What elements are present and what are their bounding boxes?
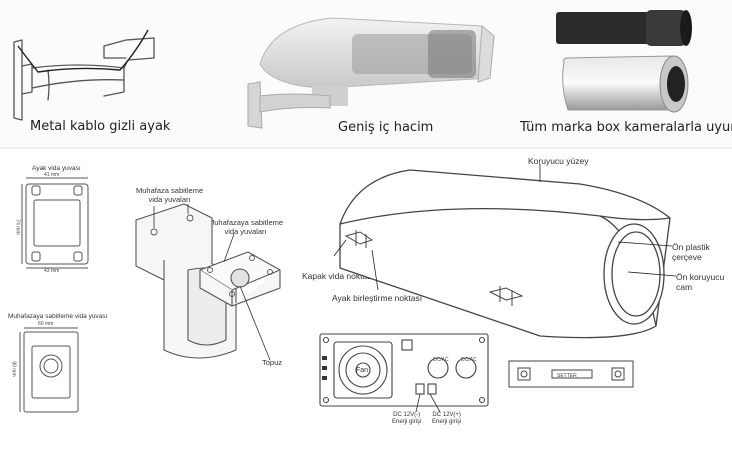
label-housing-holes-b: Muhafazaya sabitleme vida yuvaları [208, 218, 284, 236]
label-protective-surface: Koruyucu yüzey [528, 156, 589, 166]
label-card-text: SETTER [557, 373, 577, 379]
label-cover-screw: Kapak vida noktası [302, 271, 374, 281]
housing-photo [247, 17, 495, 129]
dim-43: 43 mm [44, 268, 60, 274]
label-housing-holes-a: Muhafaza sabitleme vida yuvaları [136, 186, 204, 204]
caption-volume: Geniş iç hacim [338, 120, 434, 135]
section-divider [0, 147, 732, 149]
label-front-glass: Ön koruyucu cam [676, 272, 725, 292]
housing-line-drawing [333, 164, 677, 339]
label-front-frame: Ön plastik çerçeve [672, 242, 710, 262]
dim-90: 90 mm [10, 361, 17, 377]
label-ball-joint: Topuz [262, 358, 283, 367]
camera-photo [556, 10, 692, 113]
fan-label: Fan [356, 367, 369, 374]
circuit-board [319, 333, 489, 407]
power-input-2: DC 12V(+) Enerji girişi [432, 412, 462, 425]
power-input-leaders [415, 393, 441, 413]
housing-plate-drawing [19, 327, 79, 413]
power-input-1: DC 12V(-) Enerji girişi [392, 412, 422, 425]
wall-bracket-drawing [13, 29, 155, 121]
foot-plate-drawing [21, 177, 89, 269]
label-screw-holes: Ayak vida yuvası [32, 165, 81, 172]
label-card [508, 360, 634, 388]
board-label-1: DC/AC [433, 357, 449, 363]
label-housing-screw-holes: Muhafazaya sabitleme vida yuvası [8, 313, 108, 320]
caption-bracket: Metal kablo gizli ayak [30, 119, 171, 134]
iso-bracket-drawing [135, 203, 281, 361]
label-bracket-join: Ayak birleştirme noktası [332, 293, 423, 303]
board-label-2: DC/AC [461, 357, 477, 363]
caption-compat: Tüm marka box kameralarla uyum [520, 120, 732, 135]
dim-60: 60 mm [38, 321, 54, 327]
dim-41: 41 mm [44, 172, 60, 178]
